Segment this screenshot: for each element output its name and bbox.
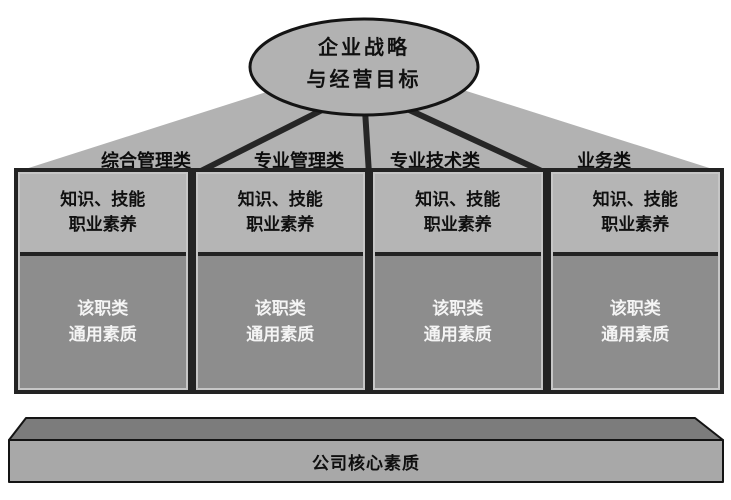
category-4-lower-box: 该职类 通用素质 bbox=[552, 256, 718, 388]
category-4-label: 业务类 bbox=[577, 151, 631, 172]
category-3-lower-line-1: 该职类 bbox=[432, 299, 484, 319]
base-bar-front-face bbox=[8, 439, 724, 483]
category-2-lower-line-1: 该职类 bbox=[254, 299, 306, 319]
strategy-ellipse-line-2: 与经营目标 bbox=[306, 67, 422, 91]
category-1-column: 知识、技能 职业素养 该职类 通用素质 bbox=[18, 172, 188, 390]
fan-divider-line-1 bbox=[193, 99, 340, 177]
category-3-upper-line-2: 职业素养 bbox=[423, 215, 492, 235]
category-3-upper-line-1: 知识、技能 bbox=[415, 190, 501, 210]
category-1-lower-box: 该职类 通用素质 bbox=[20, 256, 186, 388]
category-1-upper-line-2: 职业素养 bbox=[68, 215, 137, 235]
category-3-label: 专业技术类 bbox=[390, 151, 480, 172]
category-4-lower-line-1: 该职类 bbox=[609, 299, 661, 319]
fan-divider-line-2 bbox=[362, 109, 372, 175]
category-1-upper-box: 知识、技能 职业素养 bbox=[20, 174, 186, 252]
category-2-upper-line-2: 职业素养 bbox=[246, 215, 315, 235]
category-columns-row: 知识、技能 职业素养 该职类 通用素质 知识、技能 职业素养 该职类 通用素质 … bbox=[14, 168, 724, 394]
category-3-box-divider bbox=[375, 252, 541, 256]
category-1-box-divider bbox=[20, 252, 186, 256]
category-4-column: 知识、技能 职业素养 该职类 通用素质 bbox=[550, 172, 720, 390]
category-2-upper-line-1: 知识、技能 bbox=[237, 190, 323, 210]
category-2-label: 专业管理类 bbox=[254, 151, 344, 172]
category-4-upper-line-1: 知识、技能 bbox=[592, 190, 678, 210]
category-2-column: 知识、技能 职业素养 该职类 通用素质 bbox=[195, 172, 365, 390]
category-4-upper-box: 知识、技能 职业素养 bbox=[552, 174, 718, 252]
category-1-lower-line-1: 该职类 bbox=[77, 299, 129, 319]
category-4-lower-line-2: 通用素质 bbox=[601, 325, 670, 345]
category-3-upper-box: 知识、技能 职业素养 bbox=[375, 174, 541, 252]
strategy-ellipse-shape bbox=[248, 17, 480, 117]
category-2-box-divider bbox=[197, 252, 363, 256]
category-2-upper-box: 知识、技能 职业素养 bbox=[197, 174, 363, 252]
category-4-upper-line-2: 职业素养 bbox=[601, 215, 670, 235]
category-1-lower-line-2: 通用素质 bbox=[68, 325, 137, 345]
strategy-fan-graphic bbox=[16, 17, 722, 177]
strategy-ellipse-line-1: 企业战略 bbox=[318, 35, 410, 59]
fan-divider-line-3 bbox=[390, 99, 550, 177]
category-3-column: 知识、技能 职业素养 该职类 通用素质 bbox=[373, 172, 543, 390]
base-bar-graphic bbox=[8, 417, 724, 483]
category-3-lower-line-2: 通用素质 bbox=[423, 325, 492, 345]
category-2-lower-line-2: 通用素质 bbox=[246, 325, 315, 345]
category-2-lower-box: 该职类 通用素质 bbox=[197, 256, 363, 388]
category-3-lower-box: 该职类 通用素质 bbox=[375, 256, 541, 388]
base-bar-label: 公司核心素质 bbox=[312, 454, 420, 474]
category-4-box-divider bbox=[552, 252, 718, 256]
strategy-ellipse-text: 企业战略 与经营目标 bbox=[307, 31, 422, 95]
category-1-upper-line-1: 知识、技能 bbox=[60, 190, 146, 210]
category-1-label: 综合管理类 bbox=[101, 151, 191, 172]
base-bar-top-face bbox=[8, 417, 724, 441]
